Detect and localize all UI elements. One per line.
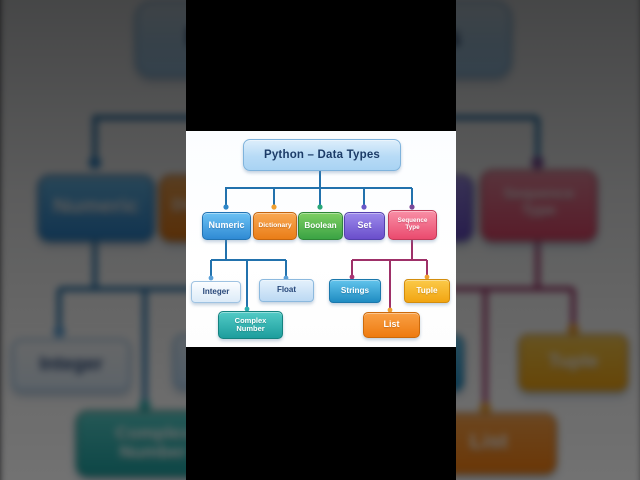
node-float: Float	[259, 279, 314, 302]
node-set-label: Set	[357, 220, 372, 231]
node-tuple-label: Tuple	[416, 285, 438, 295]
python-data-types-diagram: Python – Data Types Numeric Dictionary B…	[186, 131, 456, 347]
node-strings-label: Strings	[340, 285, 370, 295]
diagram-panel: Python – Data Types Numeric Dictionary B…	[186, 131, 456, 347]
node-dictionary-label: Dictionary	[258, 222, 292, 230]
dot-strings	[349, 274, 355, 280]
node-integer-label: Integer	[202, 286, 230, 296]
node-dictionary: Dictionary	[253, 212, 297, 240]
node-tuple: Tuple	[404, 279, 450, 303]
dot-numeric	[223, 204, 229, 210]
dot-boolean	[317, 204, 323, 210]
magenta-connectors	[351, 240, 428, 308]
node-boolean: Boolean	[298, 212, 343, 240]
node-numeric: Numeric	[202, 212, 251, 240]
node-list: List	[363, 312, 420, 338]
dot-set	[361, 204, 367, 210]
node-float-label: Float	[276, 285, 297, 295]
blue-connectors	[210, 169, 413, 307]
node-sequence-type: Sequence Type	[388, 210, 437, 240]
letterbox-top-bar	[186, 0, 456, 131]
node-list-label: List	[383, 319, 400, 330]
node-complex-number-label: Complex Number	[234, 316, 267, 333]
letterbox-bottom-bar	[186, 347, 456, 480]
node-python-data-types: Python – Data Types	[243, 139, 401, 171]
dot-dictionary	[271, 204, 277, 210]
connector-dots	[208, 204, 430, 313]
node-integer: Integer	[191, 281, 241, 303]
node-sequence-type-label: Sequence Type	[397, 217, 428, 231]
connector-lines	[208, 169, 430, 313]
node-strings: Strings	[329, 279, 381, 303]
dot-integer	[208, 275, 214, 281]
dot-complex	[244, 306, 250, 312]
node-numeric-label: Numeric	[208, 220, 245, 231]
dot-list	[387, 307, 393, 313]
dot-sequence	[409, 204, 415, 210]
node-set: Set	[344, 212, 385, 240]
node-complex-number: Complex Number	[218, 311, 283, 339]
node-boolean-label: Boolean	[304, 220, 337, 230]
node-python-data-types-label: Python – Data Types	[263, 148, 381, 161]
dot-tuple	[424, 274, 430, 280]
